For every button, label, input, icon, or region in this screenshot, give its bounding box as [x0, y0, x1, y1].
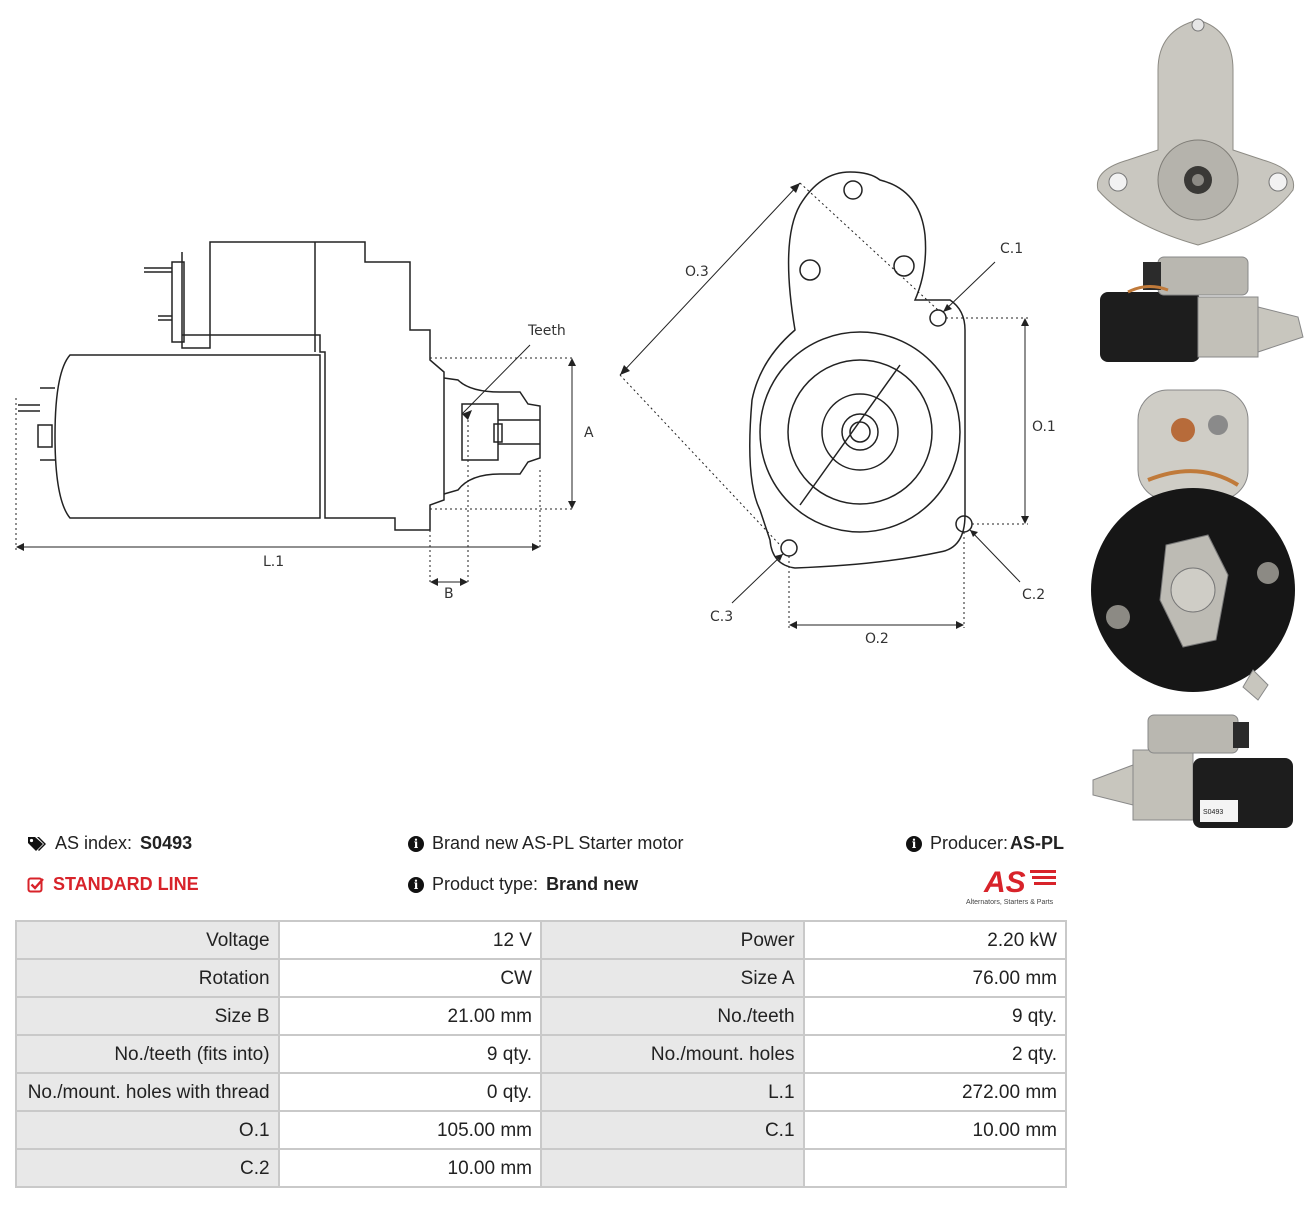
logo-mark: AS — [983, 866, 1026, 899]
spec-key: No./mount. holes with thread — [15, 1072, 280, 1112]
description: i Brand new AS-PL Starter motor — [408, 833, 683, 854]
spec-value: 2.20 kW — [802, 920, 1068, 960]
logo-tagline: Alternators, Starters & Parts — [966, 899, 1054, 906]
spec-value: 10.00 mm — [802, 1110, 1068, 1150]
label-teeth: Teeth — [527, 323, 566, 339]
table-row: Size B 21.00 mm No./teeth 9 qty. — [15, 996, 1068, 1036]
as-index: AS index: S0493 — [27, 833, 192, 854]
spec-value: 76.00 mm — [802, 958, 1068, 998]
spec-value: 21.00 mm — [277, 996, 542, 1036]
label-o3: O.3 — [685, 264, 709, 280]
spec-value: 2 qty. — [802, 1034, 1068, 1074]
label-l1: L.1 — [263, 554, 284, 570]
spec-value: CW — [277, 958, 542, 998]
table-row: Rotation CW Size A 76.00 mm — [15, 958, 1068, 998]
spec-key: No./teeth — [539, 996, 805, 1036]
as-logo: AS Alternators, Starters & Parts — [966, 866, 1056, 906]
as-index-value: S0493 — [140, 833, 193, 853]
table-row: Voltage 12 V Power 2.20 kW — [15, 920, 1068, 960]
table-row: No./mount. holes with thread 0 qty. L.1 … — [15, 1072, 1068, 1112]
producer: i Producer: AS-PL — [906, 833, 1064, 854]
spec-key: Power — [539, 920, 805, 960]
spec-value: 12 V — [277, 920, 542, 960]
product-photo-front — [1096, 18, 1295, 246]
table-row: C.2 10.00 mm — [15, 1148, 1068, 1188]
as-index-label: AS index: — [55, 833, 133, 853]
product-photo-side — [1100, 256, 1304, 362]
spec-key: Size B — [15, 996, 280, 1036]
info-icon: i — [906, 835, 922, 852]
standard-line: STANDARD LINE — [27, 874, 199, 895]
spec-value: 10.00 mm — [277, 1148, 542, 1188]
info-icon: i — [408, 876, 424, 893]
spec-key: O.1 — [15, 1110, 280, 1150]
label-c3: C.3 — [710, 609, 733, 625]
label-o1: O.1 — [1032, 419, 1056, 435]
technical-drawing: Teeth A L.1 B — [15, 171, 1056, 647]
label-b: B — [444, 586, 454, 602]
producer-value: AS-PL — [1010, 833, 1065, 853]
spec-key: Rotation — [15, 958, 280, 998]
producer-label: Producer: — [930, 833, 1009, 853]
photo-label: S0493 — [1203, 809, 1223, 816]
spec-key: No./mount. holes — [539, 1034, 805, 1074]
tags-icon — [28, 836, 46, 851]
table-row: No./teeth (fits into) 9 qty. No./mount. … — [15, 1034, 1068, 1074]
spec-value: 0 qty. — [277, 1072, 542, 1112]
table-row: O.1 105.00 mm C.1 10.00 mm — [15, 1110, 1068, 1150]
spec-value: 105.00 mm — [277, 1110, 542, 1150]
product-type-label: Product type: — [432, 874, 539, 894]
spec-value: 9 qty. — [802, 996, 1068, 1036]
spec-value: 9 qty. — [277, 1034, 542, 1074]
product-photo-side-alt: S0493 — [1092, 714, 1293, 828]
product-photo-rear — [1091, 389, 1295, 701]
spec-key: C.2 — [15, 1148, 280, 1188]
spec-value — [802, 1148, 1068, 1188]
label-c1: C.1 — [1000, 241, 1023, 257]
spec-key — [539, 1148, 805, 1188]
spec-key: Voltage — [15, 920, 280, 960]
spec-table: Voltage 12 V Power 2.20 kW Rotation CW S… — [15, 920, 1068, 1188]
spec-key: L.1 — [539, 1072, 805, 1112]
description-text: Brand new AS-PL Starter motor — [432, 833, 684, 853]
label-a: A — [584, 425, 594, 441]
spec-key: C.1 — [539, 1110, 805, 1150]
product-type-value: Brand new — [546, 874, 639, 894]
spec-value: 272.00 mm — [802, 1072, 1068, 1112]
label-o2: O.2 — [865, 631, 889, 647]
spec-key: Size A — [539, 958, 805, 998]
product-type: i Product type: Brand new — [408, 874, 638, 895]
info-icon: i — [408, 835, 424, 852]
label-c2: C.2 — [1022, 587, 1045, 603]
spec-key: No./teeth (fits into) — [15, 1034, 280, 1074]
check-square-icon — [27, 877, 44, 892]
standard-line-label: STANDARD LINE — [53, 874, 199, 894]
